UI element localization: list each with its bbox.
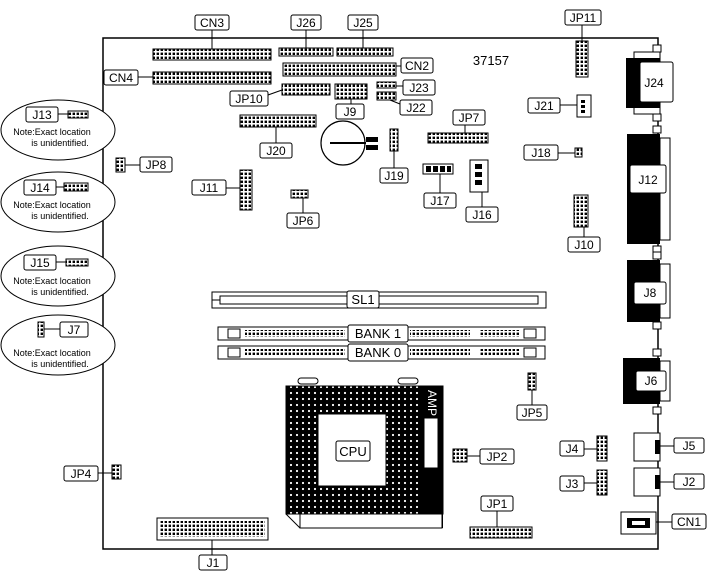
j10-label: J10 — [574, 238, 594, 252]
j13-note-line2: is unidentified. — [31, 138, 89, 148]
j16-label: J16 — [472, 208, 492, 222]
j23-connector: J23 — [376, 79, 436, 96]
cpu-label: CPU — [339, 444, 366, 459]
j25-connector: J25 — [336, 14, 394, 57]
j5-port: J5 — [633, 432, 705, 462]
j23-label: J23 — [409, 81, 429, 95]
jp8-label: JP8 — [146, 158, 167, 172]
j9-label: J9 — [344, 105, 357, 119]
jp6-connector: JP6 — [286, 189, 320, 229]
cn1-port: CN1 — [620, 511, 707, 535]
jp10-connector: JP10 — [229, 83, 331, 107]
jp11-label: JP11 — [570, 11, 597, 25]
j24-port: J24 — [626, 44, 674, 122]
j14-note-line1: Note:Exact location — [13, 200, 91, 210]
jp8-connector: JP8 — [115, 156, 173, 173]
j9-connector: J9 — [334, 83, 368, 120]
j16-connector: J16 — [465, 159, 499, 223]
j11-connector: J11 — [191, 169, 253, 211]
jp7-connector: JP7 — [427, 109, 489, 144]
j1-connector: J1 — [156, 517, 269, 571]
j14-note-label: J14 — [30, 181, 50, 195]
j10-connector: J10 — [567, 194, 601, 253]
sl1-slot: SL1 — [211, 290, 547, 309]
bank0-slot: BANK 0 — [217, 343, 546, 362]
jp10-label: JP10 — [235, 92, 263, 106]
jp11-connector: JP11 — [564, 9, 602, 78]
cn4-connector: CN4 — [103, 69, 272, 86]
j24-label: J24 — [644, 76, 664, 90]
j15-note-label: J15 — [30, 256, 50, 270]
j11-label: J11 — [200, 181, 219, 195]
j7-note-line2: is unidentified. — [31, 359, 89, 369]
j15-note-line1: Note:Exact location — [13, 276, 91, 286]
j21-label: J21 — [534, 99, 554, 113]
bank1-slot: BANK 1 — [217, 324, 546, 343]
j7-note-line1: Note:Exact location — [13, 348, 91, 358]
jp4-label: JP4 — [71, 467, 92, 481]
j3-connector: J3 — [559, 469, 608, 496]
j21-connector: J21 — [527, 94, 592, 118]
j6-port: J6 — [623, 348, 671, 415]
j18-connector: J18 — [523, 144, 583, 161]
jp5-label: JP5 — [522, 406, 543, 420]
cn2-label: CN2 — [405, 59, 429, 73]
j14-note-line2: is unidentified. — [31, 211, 89, 221]
cn4-label: CN4 — [109, 71, 133, 85]
j20-label: J20 — [266, 144, 286, 158]
j17-connector: J17 — [422, 163, 457, 209]
cn3-label: CN3 — [200, 16, 224, 30]
j8-label: J8 — [644, 286, 657, 300]
j4-label: J4 — [566, 442, 579, 456]
j6-label: J6 — [645, 374, 658, 388]
jp2-label: JP2 — [487, 450, 508, 464]
jp4-connector: JP4 — [63, 464, 122, 482]
j8-port: J8 — [627, 251, 671, 330]
j19-connector: J19 — [379, 128, 409, 184]
cn2-connector: CN2 — [282, 57, 434, 77]
j15-note-line2: is unidentified. — [31, 287, 89, 297]
j18-label: J18 — [531, 146, 551, 160]
j4-connector: J4 — [559, 435, 608, 462]
j13-note-label: J13 — [32, 108, 52, 122]
j19-label: J19 — [384, 169, 404, 183]
j5-label: J5 — [683, 439, 696, 453]
j12-label: J12 — [638, 173, 658, 187]
j7-note: J7 Note:Exact location is unidentified. — [0, 314, 116, 376]
board-number: 37157 — [473, 53, 509, 68]
jp1-connector: JP1 — [469, 495, 533, 539]
j2-port: J2 — [633, 467, 705, 497]
j14-note: J14 Note:Exact location is unidentified. — [0, 171, 116, 233]
jp5-connector: JP5 — [516, 372, 548, 421]
jp2-connector: JP2 — [452, 448, 515, 465]
jp1-label: JP1 — [487, 497, 508, 511]
bank0-label: BANK 0 — [355, 345, 401, 360]
j13-note-line1: Note:Exact location — [13, 127, 91, 137]
j20-connector: J20 — [239, 114, 317, 159]
j13-note: J13 Note:Exact location is unidentified. — [0, 99, 116, 161]
j2-label: J2 — [683, 475, 696, 489]
j25-label: J25 — [353, 16, 373, 30]
amp-label: AMP — [425, 390, 439, 416]
j22-connector: J22 — [376, 91, 433, 116]
j12-port: J12 — [627, 125, 671, 254]
j1-label: J1 — [207, 556, 220, 570]
j15-note: J15 Note:Exact location is unidentified. — [0, 245, 116, 307]
jp6-label: JP6 — [293, 214, 314, 228]
battery — [320, 120, 378, 166]
sl1-label: SL1 — [351, 292, 374, 307]
bank1-label: BANK 1 — [355, 326, 401, 341]
jp7-label: JP7 — [459, 111, 480, 125]
j17-label: J17 — [430, 194, 450, 208]
j7-note-label: J7 — [68, 323, 81, 337]
j3-label: J3 — [566, 477, 579, 491]
j26-connector: J26 — [278, 14, 334, 57]
cn3-connector: CN3 — [152, 14, 272, 61]
j26-label: J26 — [296, 16, 316, 30]
cn1-label: CN1 — [677, 515, 701, 529]
j22-label: J22 — [406, 101, 426, 115]
cpu-socket: CPU AMP — [285, 377, 444, 529]
